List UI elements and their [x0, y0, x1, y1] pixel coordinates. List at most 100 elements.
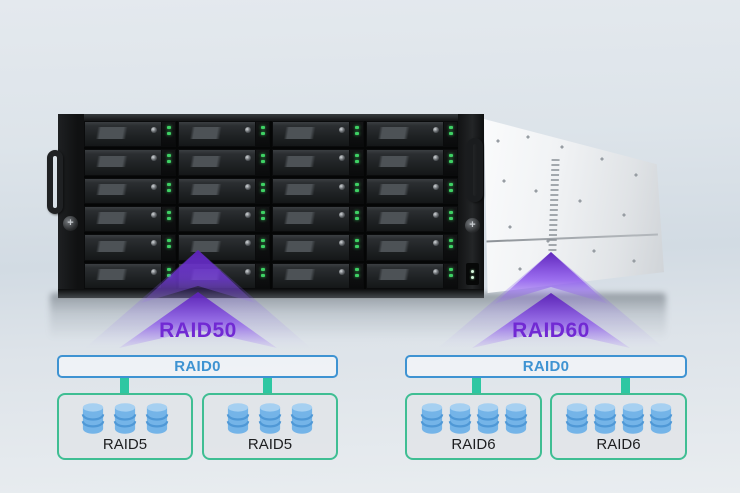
tray-latch-icon: [183, 155, 248, 167]
tray-latch-icon: [277, 269, 342, 281]
disk-icon: [565, 403, 588, 434]
disk-icon: [448, 403, 471, 434]
tray-latch-icon: [371, 184, 436, 196]
power-led-icon: [466, 263, 479, 285]
disk-icon: [113, 403, 137, 434]
status-led-icon: [260, 239, 265, 243]
tray-button-icon: [339, 183, 346, 190]
raid6-box: RAID6: [405, 393, 542, 460]
status-led-icon: [166, 132, 171, 135]
status-led-icon: [166, 160, 171, 164]
disk-array: [81, 401, 169, 435]
status-led-icon: [166, 245, 171, 249]
drive-bay: [366, 177, 458, 204]
disk-array: [226, 401, 314, 435]
tray-button-icon: [151, 211, 158, 218]
drive-bay: [366, 234, 458, 261]
status-led-strip: [256, 263, 269, 288]
status-led-strip: [162, 235, 175, 260]
tray-latch-icon: [371, 212, 436, 224]
tray-button-icon: [151, 268, 158, 275]
tray-latch-icon: [371, 269, 436, 281]
status-led-icon: [260, 154, 265, 158]
drive-tray: [85, 263, 161, 288]
status-led-icon: [166, 211, 171, 214]
tray-button-icon: [245, 183, 252, 190]
chassis-top-rim: [58, 114, 484, 121]
tray-button-icon: [433, 211, 440, 218]
drive-bay: [178, 177, 270, 204]
disk-icon: [649, 403, 672, 434]
raid5-label: RAID5: [247, 436, 293, 453]
drive-tray: [367, 178, 443, 203]
status-led-strip: [444, 122, 457, 147]
status-led-icon: [260, 132, 265, 135]
status-led-icon: [354, 245, 359, 249]
status-led-icon: [448, 273, 453, 277]
drive-tray: [367, 122, 443, 147]
status-led-strip: [256, 207, 269, 232]
tray-latch-icon: [89, 184, 154, 196]
status-led-strip: [256, 150, 269, 175]
rack-ear-right: +: [458, 114, 484, 298]
status-led-icon: [166, 217, 171, 220]
status-led-icon: [260, 160, 265, 164]
tray-latch-icon: [183, 240, 248, 252]
drive-bay: [366, 149, 458, 176]
status-led-icon: [354, 154, 359, 158]
status-led-icon: [260, 267, 265, 271]
tray-button-icon: [433, 268, 440, 275]
tray-latch-icon: [89, 240, 154, 252]
status-led-icon: [354, 126, 359, 129]
tray-button-icon: [339, 240, 346, 247]
status-led-icon: [354, 211, 359, 214]
raid60-beam-icon: [438, 252, 664, 348]
status-led-icon: [354, 273, 359, 277]
status-led-icon: [166, 239, 171, 243]
status-led-strip: [444, 235, 457, 260]
drive-tray: [273, 122, 349, 147]
status-led-strip: [350, 263, 363, 288]
drive-tray: [367, 263, 443, 288]
drive-bay: [178, 121, 270, 148]
tray-latch-icon: [371, 127, 436, 139]
drive-tray: [85, 178, 161, 203]
chassis-bottom-rim: [58, 289, 484, 298]
drive-bays: [84, 121, 458, 289]
drive-tray: [85, 207, 161, 232]
drive-bay: [178, 149, 270, 176]
status-led-icon: [260, 217, 265, 220]
drive-bay: [272, 149, 364, 176]
status-led-icon: [260, 211, 265, 214]
tray-button-icon: [245, 211, 252, 218]
status-led-strip: [256, 122, 269, 147]
disk-icon: [593, 403, 616, 434]
disk-icon: [290, 403, 314, 434]
raid0-stripe-box: RAID0: [57, 355, 338, 378]
tray-latch-icon: [371, 155, 436, 167]
drive-bay: [178, 234, 270, 261]
drive-tray: [85, 122, 161, 147]
status-led-icon: [354, 160, 359, 164]
tray-button-icon: [151, 240, 158, 247]
status-led-icon: [448, 217, 453, 220]
status-led-icon: [260, 182, 265, 186]
tray-latch-icon: [183, 184, 248, 196]
drive-bay: [84, 206, 176, 233]
status-led-strip: [162, 122, 175, 147]
rack-ear-left: +: [47, 114, 84, 298]
status-led-icon: [166, 273, 171, 277]
drive-tray: [273, 150, 349, 175]
status-led-strip: [350, 207, 363, 232]
tray-latch-icon: [371, 240, 436, 252]
drive-tray: [85, 150, 161, 175]
status-led-icon: [448, 126, 453, 129]
raid5-label: RAID5: [102, 436, 148, 453]
status-led-strip: [350, 235, 363, 260]
tray-button-icon: [245, 268, 252, 275]
drive-bay: [84, 234, 176, 261]
status-led-icon: [448, 245, 453, 249]
rack-handle-icon: [47, 150, 63, 214]
raid50-beam-icon: [85, 250, 311, 348]
